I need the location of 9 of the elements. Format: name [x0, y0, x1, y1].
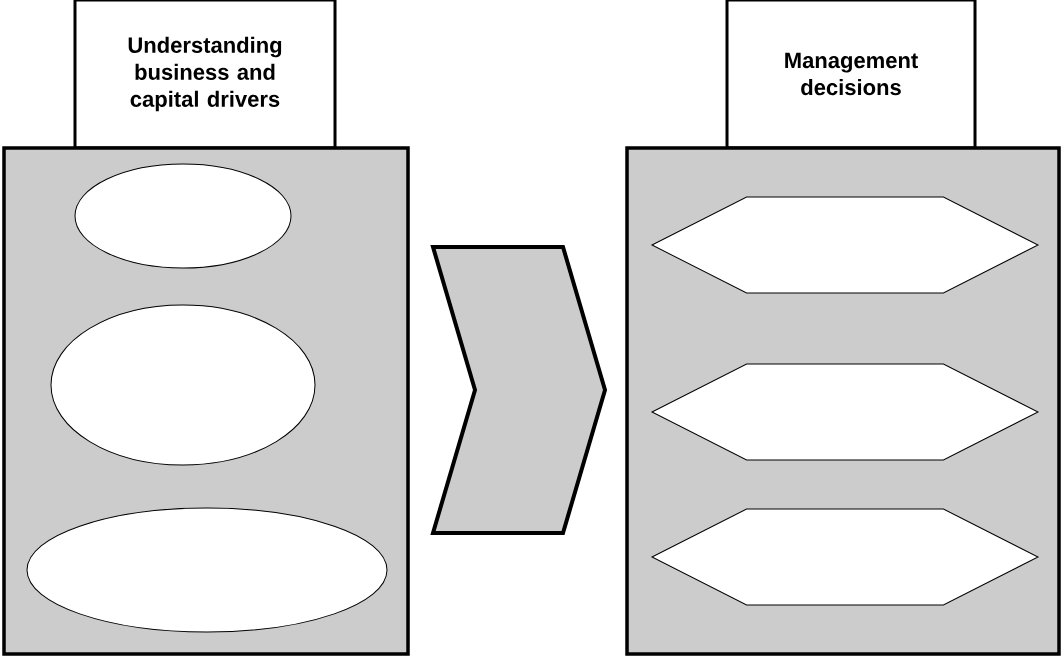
header-box: Understanding business and capital drivers [73, 0, 337, 150]
ellipse [74, 163, 292, 269]
ellipse [26, 507, 388, 633]
ellipse [50, 304, 316, 466]
header-box: Management decisions [725, 0, 977, 150]
hexagon [651, 196, 1039, 294]
chevron-arrow [430, 245, 608, 535]
hexagon [651, 363, 1039, 461]
hexagon [651, 508, 1039, 606]
